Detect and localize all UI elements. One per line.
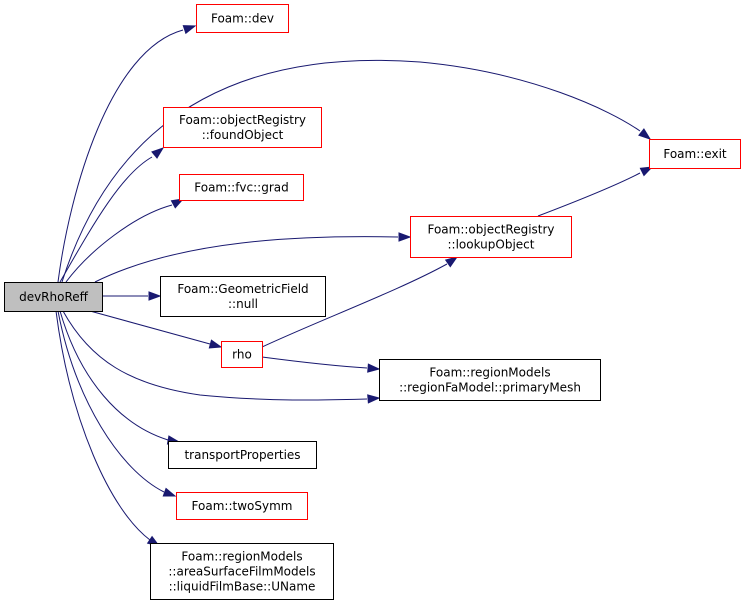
arrowhead	[182, 25, 197, 35]
edge-devRhoReff-to-primaryMesh	[62, 310, 381, 404]
edge-devRhoReff-to-foundObject	[59, 147, 165, 283]
node-box	[176, 492, 308, 520]
edge-devRhoReff-to-UName	[55, 310, 161, 547]
edge-line	[89, 310, 211, 345]
node-box	[221, 341, 263, 368]
arrowhead	[367, 363, 381, 373]
edge-line	[65, 204, 173, 283]
arrowhead	[444, 256, 459, 268]
node-label-line: ::lookupObject	[448, 238, 535, 252]
edge-devRhoReff-to-grad	[65, 198, 185, 283]
node-exit[interactable]: Foam::exit	[649, 139, 741, 169]
edge-line	[55, 310, 151, 541]
node-grad[interactable]: Foam::fvc::grad	[179, 174, 304, 201]
edge-line	[261, 263, 448, 348]
edge-devRhoReff-to-exit	[61, 59, 652, 283]
node-label-line: Foam::GeometricField	[177, 282, 308, 296]
edge-line	[261, 356, 368, 369]
edge-lookupObject-to-exit	[537, 166, 654, 217]
arrowhead	[151, 147, 165, 159]
arrowhead	[170, 198, 185, 209]
edge-devRhoReff-to-rho	[89, 310, 223, 349]
node-box	[168, 441, 317, 469]
edge-devRhoReff-to-null	[102, 291, 162, 301]
arrowhead	[162, 487, 177, 497]
edge-line	[61, 59, 641, 283]
edge-line	[62, 310, 368, 401]
arrowhead	[398, 232, 412, 242]
node-label-line: Foam::objectRegistry	[179, 113, 306, 127]
node-primaryMesh: Foam::regionModels::regionFaModel::prima…	[379, 359, 601, 401]
node-box	[179, 174, 304, 201]
edge-devRhoReff-to-twoSymm	[57, 310, 177, 497]
node-label-line: ::liquidFilmBase::UName	[169, 580, 316, 594]
node-box	[649, 139, 741, 169]
node-label-line: rho	[232, 348, 252, 362]
node-UName: Foam::regionModels::areaSurfaceFilmModel…	[150, 543, 334, 600]
edge-line	[59, 310, 169, 441]
arrowhead	[148, 291, 162, 301]
node-box	[160, 276, 326, 317]
node-label-line: ::regionFaModel::primaryMesh	[399, 381, 581, 395]
node-label-line: Foam::regionModels	[429, 366, 550, 380]
node-label-line: Foam::exit	[663, 147, 727, 161]
nodes-layer: devRhoReffFoam::devFoam::exitFoam::objec…	[4, 4, 741, 600]
node-box	[379, 359, 601, 401]
node-label-line: Foam::twoSymm	[192, 499, 293, 513]
node-box	[196, 4, 289, 33]
edge-line	[57, 29, 184, 283]
node-devRhoReff: devRhoReff	[4, 282, 103, 312]
edge-rho-to-primaryMesh	[261, 356, 381, 373]
node-box	[4, 282, 103, 312]
node-label-line: Foam::regionModels	[181, 550, 302, 564]
node-label-line: devRhoReff	[19, 290, 89, 304]
node-box	[163, 107, 322, 148]
arrowhead	[638, 128, 652, 140]
edges-layer	[55, 25, 654, 547]
node-label-line: Foam::dev	[211, 12, 274, 26]
edge-line	[537, 172, 641, 217]
node-twoSymm[interactable]: Foam::twoSymm	[176, 492, 308, 520]
edge-line	[57, 310, 165, 493]
node-rho[interactable]: rho	[221, 341, 263, 368]
node-transportProperties: transportProperties	[168, 441, 317, 469]
node-label-line: Foam::fvc::grad	[194, 181, 288, 195]
node-dev[interactable]: Foam::dev	[196, 4, 289, 33]
node-label-line: Foam::objectRegistry	[427, 223, 554, 237]
edge-line	[94, 236, 399, 283]
edge-rho-to-lookupObject	[261, 256, 459, 348]
node-label-line: transportProperties	[184, 448, 300, 462]
node-label-line: ::foundObject	[202, 128, 284, 142]
node-null: Foam::GeometricField::null	[160, 276, 326, 317]
edge-line	[59, 156, 153, 283]
edge-devRhoReff-to-lookupObject	[94, 232, 412, 283]
node-box	[150, 543, 334, 600]
arrowhead	[208, 339, 223, 349]
node-foundObject[interactable]: Foam::objectRegistry::foundObject	[163, 107, 322, 148]
node-label-line: ::null	[228, 297, 258, 311]
arrowhead	[639, 166, 654, 177]
arrowhead	[367, 394, 381, 404]
edge-devRhoReff-to-dev	[57, 25, 197, 283]
node-lookupObject[interactable]: Foam::objectRegistry::lookupObject	[410, 216, 572, 258]
node-label-line: ::areaSurfaceFilmModels	[168, 565, 315, 579]
node-box	[410, 216, 572, 258]
